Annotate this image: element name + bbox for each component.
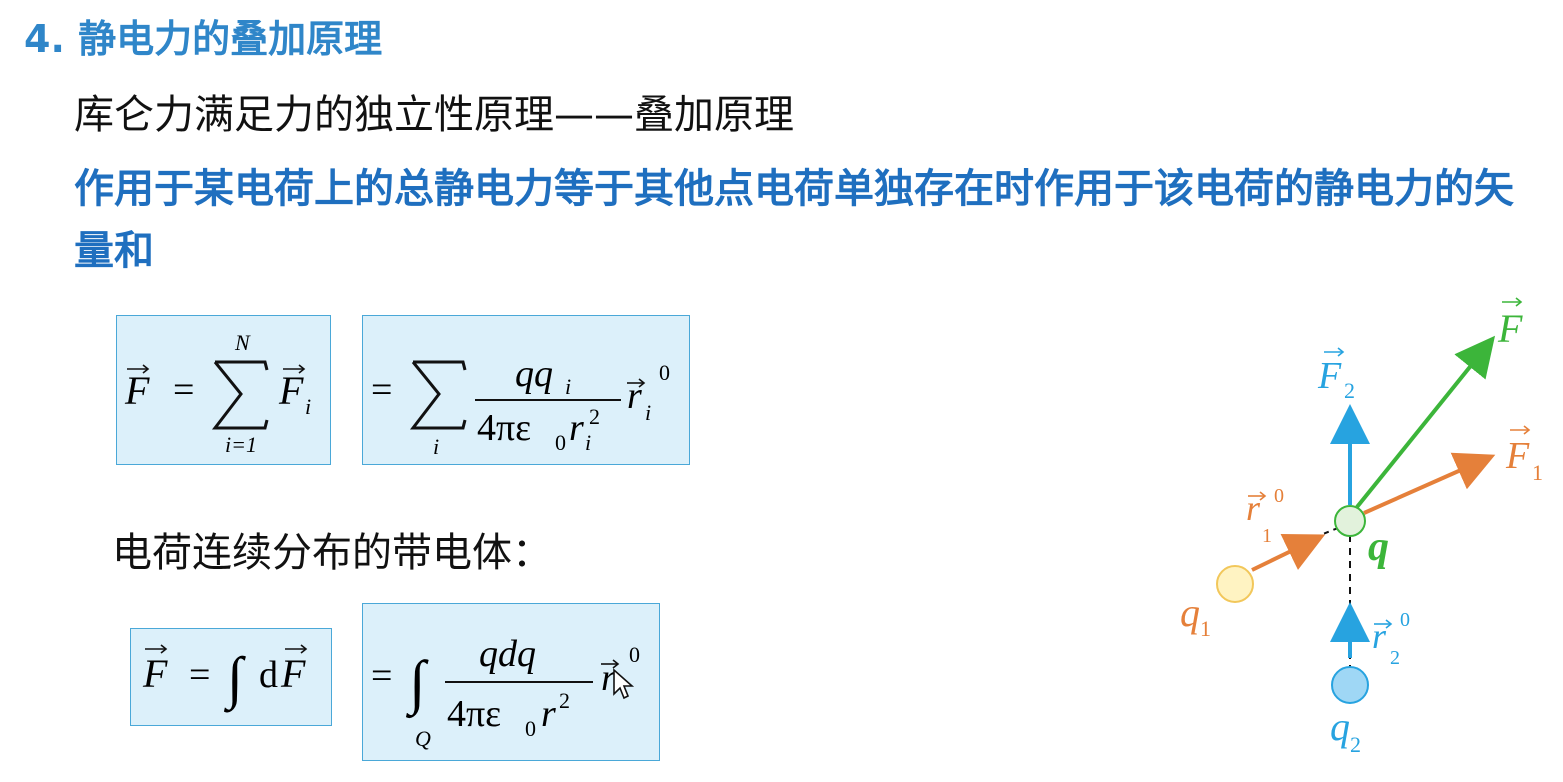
unit-vector: r [627,375,642,417]
distance-subscript: i [585,430,591,455]
formula-discrete-sum: F = N i=1 F i [124,330,311,457]
label-net-force: F [1497,306,1523,351]
vector-arrow-icon [1248,491,1267,501]
equals-sign: = [371,655,392,697]
sum-lower-limit: i=1 [225,432,257,457]
integral-sign: ∫ [406,649,429,719]
unit-vector-subscript: i [645,400,651,425]
vector-arrow-icon [1374,619,1393,629]
equals-sign: = [371,369,392,411]
distance-exponent: 2 [589,404,600,429]
formula-coulomb-integral: = ∫ Q qdq 4πε 0 r 2 r 0 [371,633,640,751]
mouse-cursor-icon [613,668,635,700]
force-symbol: F [124,368,150,413]
section-heading: 4. 静电力的叠加原理 [24,17,383,61]
label-charge-q1: q [1180,590,1200,635]
unit-vector-superscript: 0 [629,642,640,667]
label-r1-subscript: 1 [1262,525,1272,547]
integral-sign: ∫ [223,645,246,713]
sum-upper-limit: N [234,330,251,355]
vector-arrow-icon [127,364,150,374]
numerator-subscript: i [565,374,571,399]
force-vector-diagram: F F 2 F 1 q r 1 0 q 1 r 2 0 q 2 [1180,297,1543,757]
differential-d: d [259,654,278,696]
fraction-numerator: qq [515,353,553,395]
label-f1: F [1505,435,1530,477]
distance-exponent: 2 [559,688,570,713]
equals-sign: = [173,369,194,411]
continuous-charge-heading: 电荷连续分布的带电体： [112,530,552,576]
vector-arrow-icon [145,644,168,654]
epsilon-subscript: 0 [525,716,536,741]
summation-sign [211,360,269,430]
charge-q2-circle [1331,666,1369,704]
force-vector-f1 [1363,452,1496,515]
formula-box-coulomb-sum: = i qq i 4πε 0 r i 2 r i 0 [362,315,690,465]
epsilon-subscript: 0 [555,430,566,455]
integral-lower-limit: Q [415,726,431,751]
sum-lower-limit: i [433,434,439,459]
formula-coulomb-sum: = i qq i 4πε 0 r i 2 r i 0 [371,353,670,459]
vector-arrow-icon [1510,425,1531,435]
net-force-vector [1355,335,1496,509]
label-charge-q: q [1368,524,1389,570]
unit-vector: r [601,657,616,699]
distance-symbol: r [569,407,584,449]
distance-symbol: r [541,693,556,735]
label-charge-q2: q [1330,704,1350,749]
summation-sign [409,360,467,430]
formula-box-integral: F = ∫ d F [130,628,332,726]
fraction-numerator: qdq [479,633,536,675]
vector-arrow-icon [285,644,308,654]
coulomb-superposition-statement: 库仑力满足力的独立性原理——叠加原理 [74,92,794,138]
label-f1-subscript: 1 [1532,460,1543,485]
formula-box-discrete-sum: F = N i=1 F i [116,315,331,465]
force-term: F [280,651,306,696]
vector-arrow-icon [1324,347,1345,357]
label-r1-superscript: 0 [1274,485,1284,507]
force-term-subscript: i [305,394,311,419]
charge-q-circle [1334,505,1366,537]
vector-arrow-icon [601,659,620,669]
label-f2-subscript: 2 [1344,378,1355,403]
vector-arrow-icon [627,378,646,388]
dashed-line-q1 [1317,527,1339,537]
formula-integral: F = ∫ d F [142,644,308,713]
fraction-denominator: 4πε [477,407,531,449]
force-term: F [278,368,304,413]
unit-vector-r1 [1251,533,1326,572]
label-r2-superscript: 0 [1400,609,1410,631]
vector-arrow-icon [1502,297,1523,307]
label-charge-q1-subscript: 1 [1200,616,1211,641]
charge-q1-circle [1216,565,1254,603]
label-f2: F [1317,355,1342,397]
label-r2: r [1372,616,1387,656]
label-r2-subscript: 2 [1390,647,1400,669]
force-symbol: F [142,651,168,696]
superposition-principle-text: 作用于某电荷上的总静电力等于其他点电荷单独存在时作用于该电荷的静电力的矢量和 [74,166,1514,274]
unit-vector-superscript: 0 [659,360,670,385]
formula-box-coulomb-integral: = ∫ Q qdq 4πε 0 r 2 r 0 [362,603,660,761]
equals-sign: = [189,654,210,696]
label-charge-q2-subscript: 2 [1350,732,1361,757]
label-r1: r [1246,488,1261,528]
fraction-denominator: 4πε [447,693,501,735]
vector-arrow-icon [283,364,306,374]
